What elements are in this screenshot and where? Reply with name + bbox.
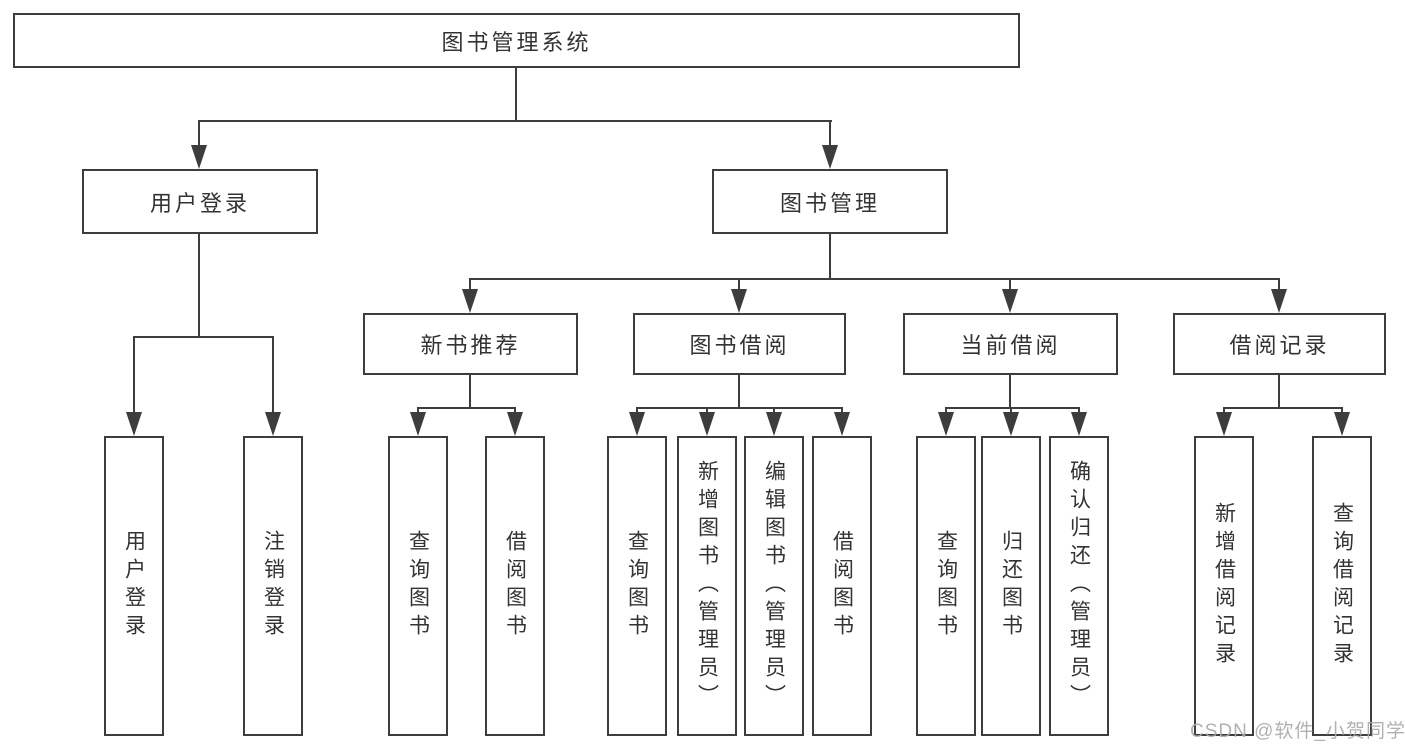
connector-line: [198, 233, 200, 338]
connector-line: [773, 407, 775, 415]
arrow-down-icon: [462, 289, 478, 313]
arrow-down-icon: [1002, 289, 1018, 313]
arrow-down-icon: [1216, 412, 1232, 436]
node-root: 图书管理系统: [13, 13, 1020, 68]
node-label: 图书管理: [779, 190, 880, 216]
connector-line: [829, 120, 831, 147]
connector-line: [829, 233, 831, 280]
connector-line: [841, 407, 843, 415]
node-borrow-records: 借阅记录: [1173, 313, 1386, 375]
connector-line: [418, 407, 516, 409]
node-leaf-bb-edit: 编辑图书（管理员）: [744, 436, 804, 736]
connector-line: [706, 407, 708, 415]
arrow-down-icon: [265, 412, 281, 436]
node-current-borrow: 当前借阅: [903, 313, 1118, 375]
node-leaf-bb-borrow: 借阅图书: [812, 436, 872, 736]
node-leaf-nbr-borrow: 借阅图书: [485, 436, 545, 736]
node-book-mgmt: 图书管理: [712, 169, 948, 234]
node-leaf-cb-confirm: 确认归还（管理员）: [1049, 436, 1109, 736]
arrow-down-icon: [507, 412, 523, 436]
connector-line: [1341, 407, 1343, 415]
connector-line: [198, 120, 200, 147]
arrow-down-icon: [126, 412, 142, 436]
connector-line: [1224, 407, 1343, 409]
arrow-down-icon: [1334, 412, 1350, 436]
node-leaf-cb-query: 查询图书: [916, 436, 976, 736]
node-leaf-nbr-query: 查询图书: [388, 436, 448, 736]
arrow-down-icon: [938, 412, 954, 436]
arrow-down-icon: [1003, 412, 1019, 436]
node-label: 新书推荐: [420, 333, 521, 358]
connector-line: [198, 120, 832, 122]
connector-line: [637, 407, 843, 409]
node-label: 借阅记录: [1229, 333, 1330, 358]
node-label: 确认归还（管理员）: [1067, 460, 1091, 712]
connector-line: [636, 407, 638, 415]
connector-line: [1278, 373, 1280, 409]
connector-line: [1078, 407, 1080, 415]
connector-line: [738, 278, 740, 291]
node-label: 图书借阅: [689, 333, 790, 358]
connector-line: [1278, 278, 1280, 291]
node-label: 新增图书（管理员）: [695, 460, 719, 712]
connector-line: [738, 373, 740, 409]
connector-line: [515, 66, 517, 122]
arrow-down-icon: [1271, 289, 1287, 313]
node-leaf-br-add: 新增借阅记录: [1194, 436, 1254, 736]
connector-line: [133, 336, 135, 414]
node-label: 用户登录: [122, 530, 146, 642]
connector-line: [133, 336, 274, 338]
connector-line: [945, 407, 947, 415]
node-label: 用户登录: [149, 190, 250, 216]
node-label: 借阅图书: [830, 530, 854, 642]
node-leaf-cb-return: 归还图书: [981, 436, 1041, 736]
node-label: 图书管理系统: [441, 29, 592, 55]
connector-line: [1009, 278, 1011, 291]
node-book-borrow: 图书借阅: [633, 313, 846, 375]
node-new-book-rec: 新书推荐: [363, 313, 578, 375]
arrow-down-icon: [731, 289, 747, 313]
arrow-down-icon: [699, 412, 715, 436]
connector-line: [1009, 373, 1011, 409]
node-label: 查询图书: [625, 530, 649, 642]
node-user-login: 用户登录: [82, 169, 318, 234]
node-label: 借阅图书: [503, 530, 527, 642]
node-label: 归还图书: [999, 530, 1023, 642]
connector-line: [417, 407, 419, 415]
arrow-down-icon: [629, 412, 645, 436]
connector-line: [1010, 407, 1012, 415]
watermark: CSDN @软件_小贺同学: [1190, 721, 1405, 742]
node-label: 查询借阅记录: [1330, 502, 1354, 670]
node-label: 查询图书: [406, 530, 430, 642]
node-label: 新增借阅记录: [1212, 502, 1236, 670]
connector-line: [272, 336, 274, 414]
connector-line: [469, 278, 471, 291]
node-leaf-bb-query: 查询图书: [607, 436, 667, 736]
node-label: 编辑图书（管理员）: [762, 460, 786, 712]
node-label: 当前借阅: [960, 333, 1061, 358]
node-label: 查询图书: [934, 530, 958, 642]
arrow-down-icon: [191, 145, 207, 169]
arrow-down-icon: [822, 145, 838, 169]
node-leaf-user-login: 用户登录: [104, 436, 164, 736]
arrow-down-icon: [410, 412, 426, 436]
connector-line: [470, 278, 1280, 280]
node-label: 注销登录: [261, 530, 285, 642]
connector-line: [946, 407, 1080, 409]
connector-line: [469, 373, 471, 409]
arrow-down-icon: [766, 412, 782, 436]
arrow-down-icon: [1071, 412, 1087, 436]
arrow-down-icon: [834, 412, 850, 436]
connector-line: [514, 407, 516, 415]
node-leaf-br-query: 查询借阅记录: [1312, 436, 1372, 736]
node-leaf-logout: 注销登录: [243, 436, 303, 736]
node-leaf-bb-add: 新增图书（管理员）: [677, 436, 737, 736]
connector-line: [1223, 407, 1225, 415]
